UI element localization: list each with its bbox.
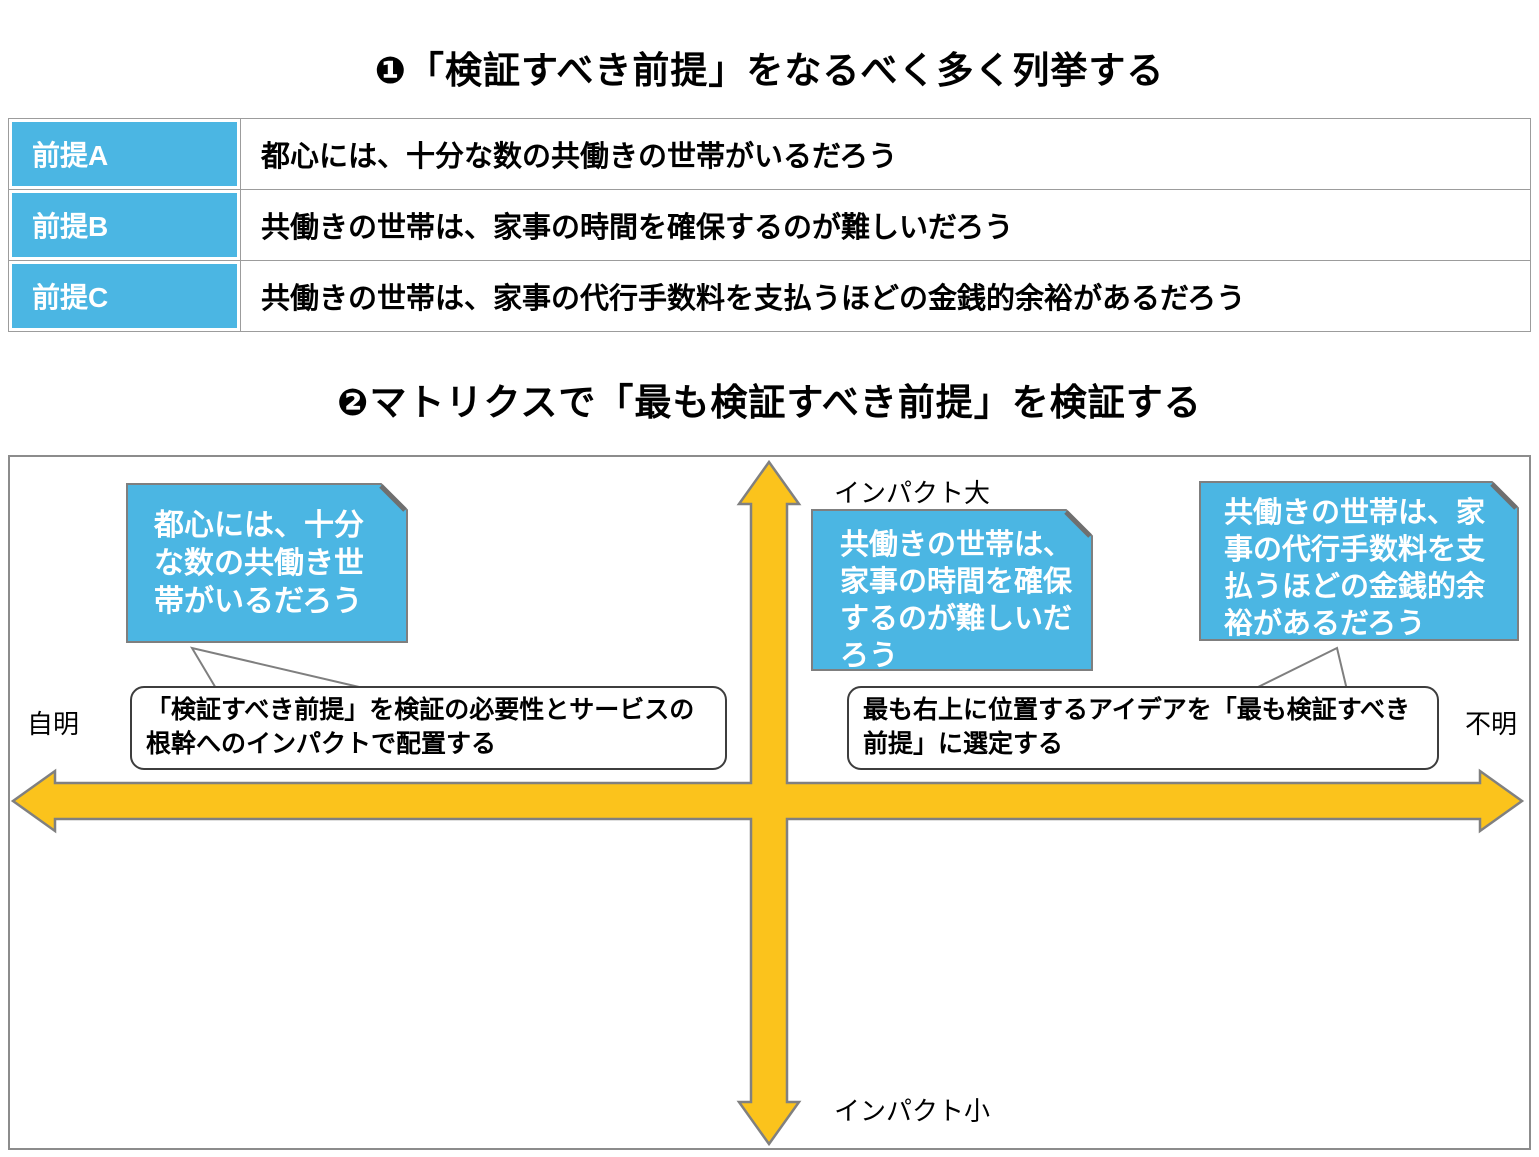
callout-a-shape <box>126 483 408 643</box>
premise-b-header-cell: 前提B <box>9 190 241 260</box>
premise-b-label: 前提B <box>12 193 237 257</box>
premise-c-label: 前提C <box>12 264 237 328</box>
premise-c-header-cell: 前提C <box>9 261 241 331</box>
step2-title: ❷マトリクスで「最も検証すべき前提」を検証する <box>337 382 1202 423</box>
callout-a-text: 都心には、十分な数の共働き世帯がいるだろう <box>154 509 364 618</box>
axis-label-impact-small: インパクト小 <box>834 1096 991 1126</box>
axis-label-obvious: 自明 <box>27 709 80 739</box>
note1-tail <box>189 646 373 691</box>
placement-note: 「検証すべき前提」を検証の必要性とサービスの根幹へのインパクトで配置する <box>130 686 727 770</box>
axis-cross-arrows-icon <box>10 459 1525 1147</box>
premise-b-text: 共働きの世帯は、家事の時間を確保するのが難しいだろう <box>261 212 1014 244</box>
axis-label-unknown: 不明 <box>1465 709 1518 739</box>
selection-note: 最も右上に位置するアイデアを「最も検証すべき前提」に選定する <box>847 686 1439 770</box>
premise-table: 前提A 都心には、十分な数の共働きの世帯がいるだろう 前提B 共働きの世帯は、家… <box>8 118 1531 332</box>
callout-c-shape <box>1199 481 1519 641</box>
table-row: 前提C 共働きの世帯は、家事の代行手数料を支払うほどの金銭的余裕があるだろう <box>9 261 1530 332</box>
callout-b-text: 共働きの世帯は、家事の時間を確保するのが難しいだろう <box>840 529 1073 672</box>
table-row: 前提A 都心には、十分な数の共働きの世帯がいるだろう <box>9 119 1530 190</box>
callout-a-fold-icon <box>379 484 407 512</box>
premise-a-label: 前提A <box>12 122 237 186</box>
callout-c-text: 共働きの世帯は、家事の代行手数料を支払うほどの金銭的余裕があるだろう <box>1224 497 1486 640</box>
premise-a-text: 都心には、十分な数の共働きの世帯がいるだろう <box>261 141 898 173</box>
note2-tail <box>1251 646 1349 691</box>
matrix-shapes <box>10 459 1525 1147</box>
callout-c-fold-icon <box>1490 482 1518 510</box>
callout-b-shape <box>811 509 1093 671</box>
verification-matrix: 都心には、十分な数の共働き世帯がいるだろう 共働きの世帯は、家事の時間を確保する… <box>8 455 1531 1150</box>
step1-title: ❶「検証すべき前提」をなるべく多く列挙する <box>374 50 1165 91</box>
table-row: 前提B 共働きの世帯は、家事の時間を確保するのが難しいだろう <box>9 190 1530 261</box>
callout-b-fold-icon <box>1064 510 1092 538</box>
axis-label-impact-large: インパクト大 <box>834 478 991 508</box>
premise-c-text: 共働きの世帯は、家事の代行手数料を支払うほどの金銭的余裕があるだろう <box>261 283 1246 315</box>
premise-a-header-cell: 前提A <box>9 119 241 189</box>
